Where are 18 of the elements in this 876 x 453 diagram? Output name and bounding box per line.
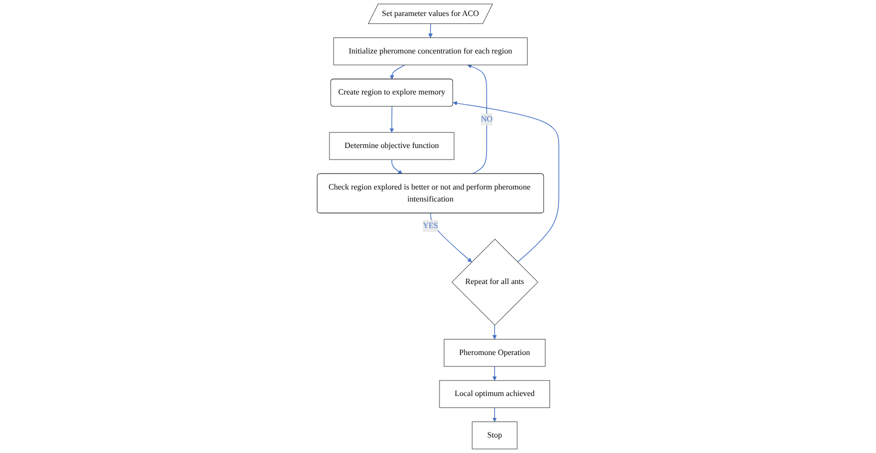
node-box: Determine objective function (329, 132, 454, 160)
arrow (430, 212, 472, 262)
node-box: Pheromone Operation (444, 338, 546, 367)
arrow (390, 106, 394, 133)
arrow (467, 64, 488, 174)
arrow (492, 324, 497, 340)
arrow (492, 407, 497, 422)
edge-label: NO (480, 114, 493, 124)
arrow (390, 64, 406, 80)
arrow (492, 366, 497, 381)
arrow (428, 24, 433, 38)
arrow (391, 159, 402, 174)
edge-label: YES (422, 222, 438, 230)
node-box: Initialize pheromone concentration for each region (333, 38, 528, 66)
node-box: Local optimum achieved (439, 380, 550, 408)
node-diamond: Repeat for all ants (452, 238, 538, 326)
arrow (452, 101, 560, 262)
node-box: Stop (472, 422, 518, 450)
